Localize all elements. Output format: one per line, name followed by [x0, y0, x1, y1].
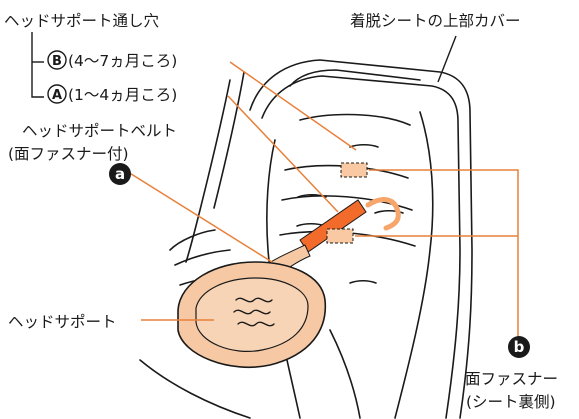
label-fastener-line1: 面ファスナー [465, 370, 558, 388]
slot-hole-a-1 [374, 209, 404, 214]
leader-fastener [355, 169, 519, 342]
fastener-patch-lower [326, 228, 354, 244]
leader-hole-a [227, 95, 339, 213]
head-support-pad [177, 261, 327, 369]
seat-back-inner-left [266, 139, 301, 419]
label-head-support: ヘッドサポート [8, 313, 117, 331]
badge-a-letter: a [115, 165, 125, 183]
slot-hole-b-1 [349, 143, 379, 148]
leader-lines [127, 61, 519, 342]
leader-belt [127, 171, 273, 263]
head-support-pattern-icon [233, 297, 275, 327]
seat-back-inner-right [394, 111, 434, 419]
seat-bottom-right [329, 329, 361, 419]
seat-back-center [299, 113, 411, 126]
label-hole-a: (1〜4ヵ月ころ) [68, 86, 177, 104]
hole-b-letter: B [52, 54, 62, 69]
label-cover: 着脱シートの上部カバー [350, 12, 521, 30]
seat-shell-outline [249, 59, 473, 419]
cover-top [289, 69, 421, 87]
slot-hole-lower [349, 279, 377, 284]
base-edge-2 [174, 249, 231, 266]
head-support-inner [195, 277, 309, 352]
fastener-patch-upper [340, 162, 368, 178]
leader-hole-b [229, 61, 357, 151]
badge-b [508, 336, 530, 358]
label-belt-line2: (面ファスナー付) [8, 145, 129, 163]
label-bracket [31, 32, 44, 98]
label-fastener-line2: (シート裏側) [466, 392, 556, 411]
leader-cover [437, 35, 457, 83]
badge-b-letter: b [514, 338, 525, 356]
seat-bottom-left [139, 359, 251, 419]
seat-wing-left [185, 79, 231, 263]
label-hole-b: (4〜7ヵ月ころ) [68, 52, 177, 70]
hole-a-badge [47, 84, 67, 104]
label-belt-line1: ヘッドサポートベルト [22, 122, 177, 140]
belt-fold-arrow [365, 197, 401, 231]
hole-b-badge [47, 50, 67, 70]
badge-a [109, 163, 131, 185]
hole-a-letter: A [52, 88, 62, 103]
seat-shell-inner [261, 75, 461, 419]
base-edge-1 [169, 229, 216, 251]
label-head-support-hole: ヘッドサポート通し穴 [4, 12, 159, 30]
seat-wing-left-2 [213, 71, 245, 209]
